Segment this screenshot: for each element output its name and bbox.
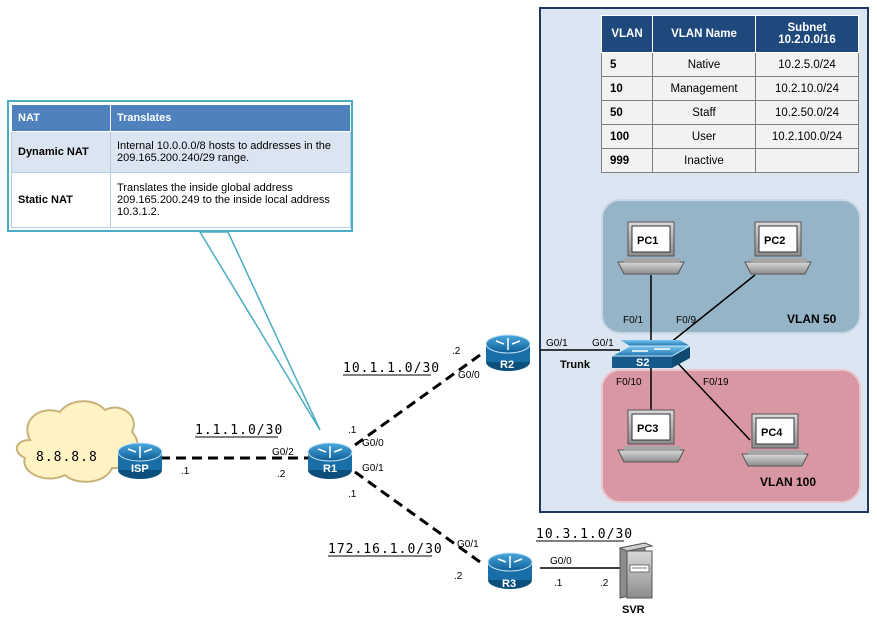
- net-r3-svr: 10.3.1.0/30: [536, 527, 633, 542]
- isp-router[interactable]: ISP: [117, 442, 163, 479]
- nat-type-cell: Static NAT: [11, 172, 111, 228]
- r2-host-label: .2: [452, 346, 461, 357]
- r2-label: R2: [500, 359, 514, 371]
- r1-r2-host-label: .1: [348, 425, 357, 436]
- vlan-subnet-cell: 10.2.100.0/24: [755, 124, 859, 149]
- r1-label: R1: [323, 463, 337, 475]
- r3-g00-label: G0/0: [550, 556, 572, 567]
- net-r1-r3: 172.16.1.0/30: [328, 542, 443, 557]
- vlan100-label: VLAN 100: [760, 475, 816, 489]
- link-r1-r2: [354, 353, 481, 447]
- table-row: 999 Inactive: [601, 148, 859, 173]
- vlan-subnet-cell: 10.2.10.0/24: [755, 76, 859, 101]
- vlan-id-cell: 5: [601, 52, 653, 77]
- nat-callout-pointer: [198, 231, 321, 431]
- r2-g00-label: G0/0: [458, 370, 480, 381]
- pc2-label: PC2: [764, 235, 785, 247]
- vlan-subnet-cell: 10.2.5.0/24: [755, 52, 859, 77]
- r2-router[interactable]: R2: [485, 334, 531, 371]
- vlan-id-cell: 999: [601, 148, 653, 173]
- table-row: Static NAT Translates the inside global …: [11, 172, 351, 228]
- nat-type-cell: Dynamic NAT: [11, 131, 111, 173]
- svr-label: SVR: [622, 604, 645, 616]
- net-r1-r2: 10.1.1.0/30: [343, 361, 440, 376]
- vlan-id-cell: 100: [601, 124, 653, 149]
- vlan-table: VLAN VLAN Name Subnet 10.2.0.0/16 5 Nati…: [601, 15, 859, 173]
- r1-r3-host-label: .1: [348, 489, 357, 500]
- vlan-name-cell: Staff: [652, 100, 756, 125]
- nat-table: NAT Translates Dynamic NAT Internal 10.0…: [11, 104, 351, 228]
- pc3[interactable]: PC3: [617, 409, 685, 463]
- vlan-header-subnet: Subnet 10.2.0.0/16: [755, 15, 859, 53]
- r1-g02-label: G0/2: [272, 447, 294, 458]
- internet-cloud: 8.8.8.8: [15, 400, 139, 483]
- s2-f019-label: F0/19: [703, 377, 729, 388]
- table-row: Dynamic NAT Internal 10.0.0.0/8 hosts to…: [11, 131, 351, 173]
- r1-g00-label: G0/0: [362, 438, 384, 449]
- table-row: 100 User 10.2.100.0/24: [601, 124, 859, 149]
- pc2[interactable]: PC2: [744, 221, 812, 275]
- r3-router[interactable]: R3: [487, 552, 533, 590]
- isp-host-label: .1: [181, 466, 190, 477]
- nat-desc-cell: Internal 10.0.0.0/8 hosts to addresses i…: [110, 131, 351, 173]
- vlan-subnet-cell: [755, 148, 859, 173]
- link-s2-pc2: [669, 274, 756, 344]
- vlan-id-cell: 50: [601, 100, 653, 125]
- table-row: 50 Staff 10.2.50.0/24: [601, 100, 859, 125]
- vlan100-zone: [601, 369, 861, 503]
- isp-label: ISP: [131, 463, 149, 475]
- nat-callout: NAT Translates Dynamic NAT Internal 10.0…: [7, 100, 353, 232]
- r1-isp-host-label: .2: [277, 469, 286, 480]
- r1-g01-label: G0/1: [362, 463, 384, 474]
- s2-f09-label: F0/9: [676, 315, 696, 326]
- table-row: 10 Management 10.2.10.0/24: [601, 76, 859, 101]
- vlan-name-cell: Management: [652, 76, 756, 101]
- r3-host-label: .2: [454, 571, 463, 582]
- link-r1-r3: [354, 470, 481, 564]
- r1-router[interactable]: R1: [307, 442, 353, 479]
- nat-desc-cell: Translates the inside global address 209…: [110, 172, 351, 228]
- table-row: 5 Native 10.2.5.0/24: [601, 52, 859, 77]
- r2-g01-label: G0/1: [546, 338, 568, 349]
- nat-header-type: NAT: [11, 104, 111, 132]
- pc4[interactable]: PC4: [741, 413, 809, 467]
- pc1-label: PC1: [637, 235, 658, 247]
- vlan-subnet-cell: 10.2.50.0/24: [755, 100, 859, 125]
- svr-server[interactable]: SVR: [618, 542, 654, 616]
- pc4-label: PC4: [761, 427, 783, 439]
- link-s2-pc4: [671, 356, 751, 441]
- vlan-name-cell: Inactive: [652, 148, 756, 173]
- vlan-name-cell: Native: [652, 52, 756, 77]
- nat-header-translates: Translates: [110, 104, 351, 132]
- cloud-label: 8.8.8.8: [36, 450, 98, 465]
- s2-g01-label: G0/1: [592, 338, 614, 349]
- net-isp-r1: 1.1.1.0/30: [195, 423, 283, 438]
- pc3-label: PC3: [637, 423, 658, 435]
- vlan-header-id: VLAN: [601, 15, 653, 53]
- s2-label: S2: [636, 357, 649, 369]
- pc1[interactable]: PC1: [617, 221, 685, 275]
- svr-host-label: .2: [600, 578, 609, 589]
- trunk-label: Trunk: [560, 359, 591, 371]
- r3-svr-host-label: .1: [554, 578, 563, 589]
- r3-g01-label: G0/1: [457, 539, 479, 550]
- vlan-header-name: VLAN Name: [652, 15, 756, 53]
- s2-switch[interactable]: S2: [610, 340, 692, 369]
- r3-label: R3: [502, 578, 516, 590]
- s2-f01-label: F0/1: [623, 315, 643, 326]
- vlan-id-cell: 10: [601, 76, 653, 101]
- s2-f010-label: F0/10: [616, 377, 642, 388]
- vlan-name-cell: User: [652, 124, 756, 149]
- vlan50-label: VLAN 50: [787, 312, 837, 326]
